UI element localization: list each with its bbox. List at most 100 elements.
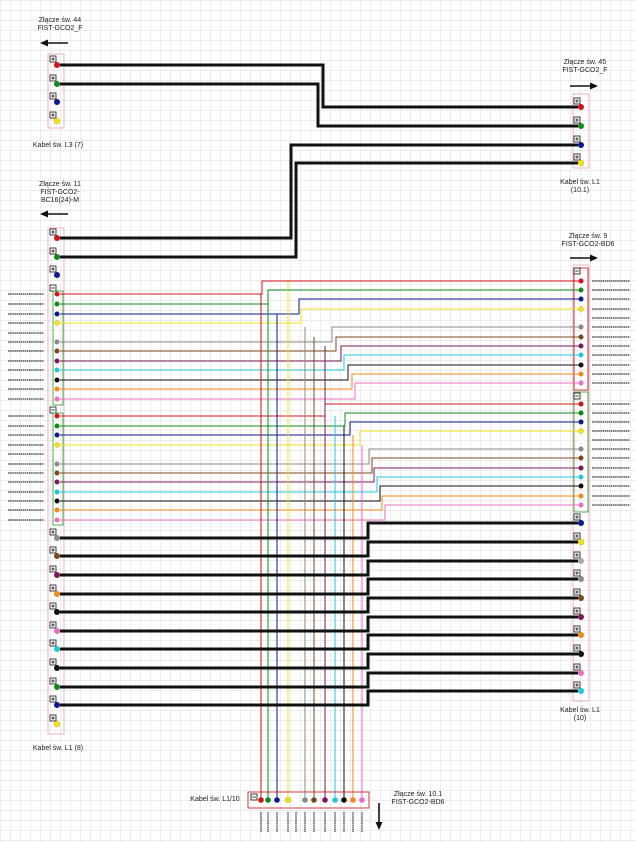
fiber-dot-icon <box>54 572 60 578</box>
fiber-dot-icon <box>341 797 347 803</box>
fiber-dot-icon <box>578 123 584 129</box>
fiber-dot-icon <box>302 797 308 803</box>
tube-frame <box>573 391 589 513</box>
thick-wire <box>60 63 578 109</box>
connector-44-part: FIST-GCO2_F <box>37 25 83 32</box>
fiber-dot-icon <box>54 235 60 241</box>
fiber-dot-icon <box>53 117 61 125</box>
fiber-dot-icon <box>311 797 317 803</box>
fiber-dot-icon <box>578 520 584 526</box>
fiber-dot-icon <box>578 278 584 284</box>
fiber-dot-icon <box>578 142 584 148</box>
fiber-wire <box>60 298 580 315</box>
fiber-dot-icon <box>578 595 584 601</box>
fiber-wire <box>60 476 580 493</box>
fiber-dot-icon <box>293 797 299 803</box>
fiber-dot-icon <box>578 419 584 425</box>
connector-9-title: Złącze św. 9 <box>568 233 608 240</box>
fiber-dot-icon <box>54 99 60 105</box>
fiber-dot-icon <box>54 272 60 278</box>
fiber-dot-icon <box>54 461 60 467</box>
fiber-dot-icon <box>578 401 584 407</box>
fiber-dot-icon <box>578 576 584 582</box>
fiber-dot-icon <box>54 358 60 364</box>
fiber-dot-icon <box>54 301 60 307</box>
fiber-dot-icon <box>578 670 584 676</box>
fiber-dot-icon <box>578 296 584 302</box>
fiber-dot-icon <box>54 646 60 652</box>
tube-frame <box>52 412 64 526</box>
fiber-dot-icon <box>54 498 60 504</box>
fiber-dot-icon <box>578 410 584 416</box>
connector-10-1-frame <box>247 791 370 809</box>
fiber-wire <box>60 485 580 502</box>
fiber-dot-icon <box>578 558 584 564</box>
fiber-dot-icon <box>54 396 60 402</box>
fiber-dot-icon <box>54 62 60 68</box>
fiber-dot-icon <box>54 451 60 457</box>
fiber-wire <box>60 412 580 427</box>
cable-l1-slash-10-label: Kabel św. L1/10 <box>190 796 240 803</box>
arrow-right-icon <box>590 82 598 90</box>
fiber-dot-icon <box>332 797 338 803</box>
fiber-dot-icon <box>54 553 60 559</box>
fiber-dot-icon <box>578 465 584 471</box>
arrow-down-icon <box>375 822 383 830</box>
fiber-dot-icon <box>578 287 584 293</box>
fiber-wire <box>60 421 580 436</box>
fiber-wire <box>60 448 580 465</box>
fiber-dot-icon <box>54 291 60 297</box>
fiber-dot-icon <box>578 428 584 434</box>
fiber-dot-icon <box>578 380 584 386</box>
connector-45-label: Złącze św. 45 FIST-GCO2_F <box>545 59 625 75</box>
connector-11-part2: BC16(24)-M <box>40 197 80 204</box>
fiber-dot-icon <box>578 315 584 321</box>
fiber-dot-icon <box>54 628 60 634</box>
fiber-wire <box>60 345 580 362</box>
fiber-dot-icon <box>577 538 585 546</box>
connector-45-title: Złącze św. 45 <box>563 59 607 66</box>
cable-l1-10-1-number: (10.1) <box>570 187 590 194</box>
fiber-dot-icon <box>578 343 584 349</box>
fiber-dot-icon <box>578 614 584 620</box>
arrow-left-icon <box>40 39 48 47</box>
connector-10-1-title: Złącze św. 10.1 <box>393 791 443 798</box>
fiber-dot-icon <box>578 362 584 368</box>
thick-wire <box>60 82 578 128</box>
tube-frame <box>52 290 64 406</box>
fiber-wire <box>60 382 580 400</box>
fiber-dot-icon <box>54 423 60 429</box>
fiber-wire <box>60 373 580 390</box>
fiber-dot-icon <box>578 483 584 489</box>
fiber-dot-icon <box>54 386 60 392</box>
fiber-dot-icon <box>54 432 60 438</box>
fiber-dot-icon <box>54 413 60 419</box>
thick-wire <box>60 671 578 689</box>
connector-9-label: Złącze św. 9 FIST-GCO2-BD6 <box>548 233 628 249</box>
fiber-dot-icon <box>578 371 584 377</box>
thick-wire <box>60 615 578 633</box>
fiber-wire <box>60 308 580 324</box>
thick-wire <box>60 652 578 670</box>
connector-45-part: FIST-GCO2_F <box>562 67 608 74</box>
cable-l3-label: Kabel św. L3 (7) <box>32 142 84 149</box>
fiber-dot-icon <box>578 651 584 657</box>
fiber-dot-icon <box>578 352 584 358</box>
fiber-wire <box>60 336 580 352</box>
connector-10-1-label: Złącze św. 10.1 FIST-GCO2-BD6 <box>383 791 453 807</box>
thick-wire <box>60 143 578 240</box>
fiber-dot-icon <box>284 796 292 804</box>
fiber-dot-icon <box>54 254 60 260</box>
fiber-dot-icon <box>54 311 60 317</box>
connector-11-title: Złącze św. 11 <box>39 181 81 188</box>
fiber-dot-icon <box>578 446 584 452</box>
fiber-dot-icon <box>54 377 60 383</box>
cable-l1-10-1-name: Kabel św. L1 <box>560 179 600 186</box>
connector-10-1-part: FIST-GCO2-BD6 <box>391 799 445 806</box>
arrow-right-icon <box>590 254 598 262</box>
fiber-dot-icon <box>54 81 60 87</box>
connector-9-part: FIST-GCO2-BD6 <box>561 241 615 248</box>
fiber-wire <box>60 403 580 417</box>
fiber-dot-icon <box>54 702 60 708</box>
fiber-dot-icon <box>54 320 60 326</box>
